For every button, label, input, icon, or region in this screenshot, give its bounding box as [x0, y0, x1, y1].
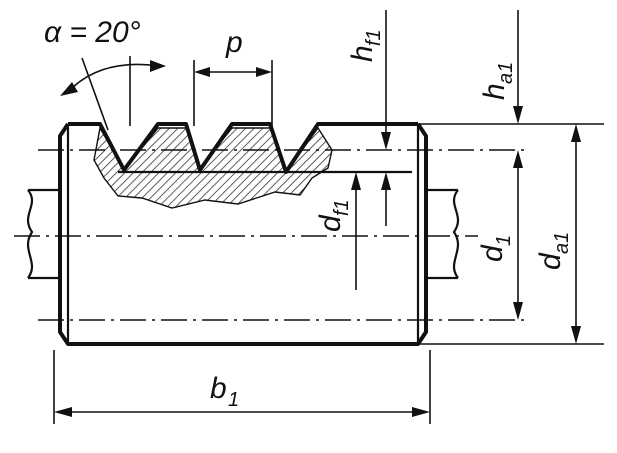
da1-label: d [534, 252, 567, 270]
ha1-label-group: h a1 [478, 62, 517, 100]
hf1-arrow-bottom [381, 172, 391, 190]
alpha-arc [67, 63, 159, 93]
hf1-label-group: h f1 [346, 29, 385, 62]
alpha-arrow-left [60, 82, 78, 96]
df1-subscript: f1 [331, 199, 353, 216]
left-shaft [26, 188, 60, 280]
p-arrow-right [256, 67, 272, 77]
d1-label-group: d 1 [476, 235, 515, 262]
alpha-flank-line [81, 57, 109, 131]
ha1-arrow [513, 106, 523, 124]
right-shaft [426, 188, 460, 280]
hf1-subscript: f1 [363, 29, 385, 46]
da1-label-group: d a1 [534, 232, 573, 270]
b1-label: b [210, 372, 227, 405]
da1-arrow-bottom [571, 326, 581, 344]
df1-label: d [314, 214, 347, 232]
alpha-arrow-right [150, 60, 166, 72]
b1-arrow-left [54, 407, 72, 417]
b1-subscript: 1 [228, 389, 239, 411]
da1-subscript: a1 [551, 232, 573, 254]
da1-arrow-top [571, 124, 581, 142]
p-arrow-left [194, 67, 210, 77]
alpha-label: α = 20° [44, 16, 141, 49]
d1-subscript: 1 [493, 235, 515, 246]
hatched-section [93, 125, 333, 209]
thread-profile [68, 122, 418, 174]
hf1-label: h [346, 45, 379, 62]
ha1-label: h [478, 83, 511, 100]
hf1-arrow-top [381, 132, 391, 150]
df1-label-group: d f1 [314, 199, 353, 232]
b1-arrow-right [412, 407, 430, 417]
ha1-subscript: a1 [495, 62, 517, 84]
d1-arrow-bottom [513, 302, 523, 320]
d1-label: d [476, 244, 509, 262]
df1-arrow [351, 172, 361, 190]
pitch-label: p [225, 26, 243, 59]
d1-arrow-top [513, 150, 523, 168]
worm-body-outline [58, 122, 428, 346]
